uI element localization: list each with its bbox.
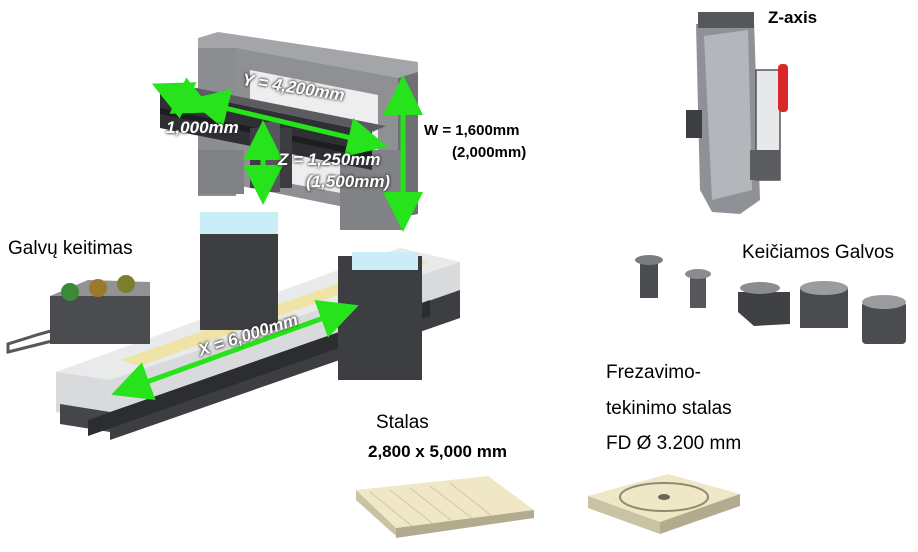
table-title-label: Stalas [376,412,429,433]
z-axis-label: Z-axis [768,8,818,27]
z-dimension-label: Z = 1,250mm [278,150,381,169]
mill-turn-line1: Frezavimo- [606,362,702,383]
w-dimension-label: W = 1,600mm [424,122,520,139]
mill-turn-line3: FD Ø 3.200 mm [606,433,742,454]
head-change-label: Galvų keitimas [8,238,133,259]
changeable-heads-label: Keičiamos Galvos [742,242,895,263]
z-dimension-alt-label: (1,500mm) [306,172,391,191]
mill-turn-line2: tekinimo stalas [606,398,732,419]
w-dimension-alt-label: (2,000mm) [452,144,527,161]
x-axis-arrow [111,299,359,401]
table-size-label: 2,800 x 5,000 mm [368,442,507,461]
gantry-dimension-arrows [151,75,423,232]
z-axis-assembly [686,12,788,214]
rotary-table [588,474,740,534]
head-changer [6,275,150,354]
depth-dimension-label: 1,000mm [166,118,239,137]
flat-table [356,476,534,538]
interchangeable-heads [635,255,906,344]
